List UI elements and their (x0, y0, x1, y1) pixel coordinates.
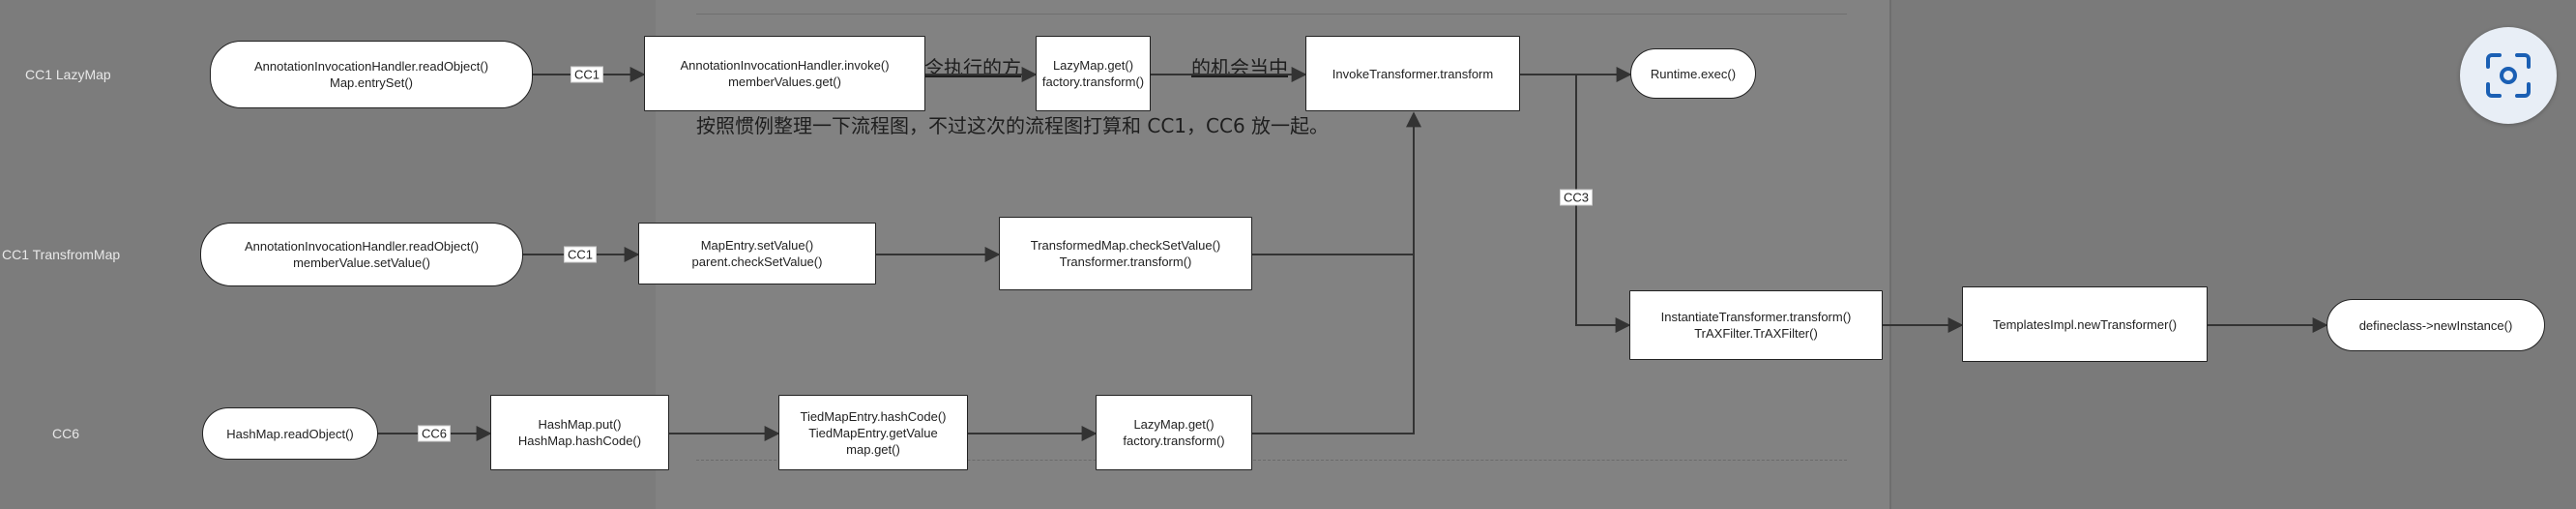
node-transformedmap-checksetvalue[interactable]: TransformedMap.checkSetValue() Transform… (999, 217, 1252, 290)
node-defineclass-newinstance[interactable]: defineclass->newInstance() (2327, 299, 2545, 351)
edge-label-cc1-transformedmap: CC1 (563, 246, 598, 263)
node-annotation-readobject-setvalue[interactable]: AnnotationInvocationHandler.readObject()… (200, 223, 523, 286)
edge-label-cc1-lazymap: CC1 (570, 66, 604, 83)
node-lazymap-get-cc6[interactable]: LazyMap.get() factory.transform() (1096, 395, 1252, 470)
top-rule (696, 14, 1847, 15)
node-lazymap-get-cc1[interactable]: LazyMap.get() factory.transform() (1036, 36, 1151, 111)
dashed-rule (696, 460, 1847, 461)
node-hashmap-put[interactable]: HashMap.put() HashMap.hashCode() (490, 395, 669, 470)
row-label-cc6: CC6 (52, 426, 80, 441)
row-label-cc1-lazymap: CC1 LazyMap (25, 67, 111, 82)
node-annotation-readobject-entryset[interactable]: AnnotationInvocationHandler.readObject()… (210, 41, 533, 108)
node-templatesimpl-newtransformer[interactable]: TemplatesImpl.newTransformer() (1962, 286, 2208, 362)
screenshot-icon (2486, 53, 2531, 98)
node-mapentry-setvalue[interactable]: MapEntry.setValue() parent.checkSetValue… (638, 223, 876, 284)
node-instantiatetransformer-transform[interactable]: InstantiateTransformer.transform() TrAXF… (1629, 290, 1883, 360)
screenshot-button[interactable] (2460, 27, 2557, 124)
document-paragraph: 按照惯例整理一下流程图，不过这次的流程图打算和 CC1，CC6 放一起。 (696, 114, 1330, 137)
edge-label-cc6: CC6 (417, 425, 452, 442)
edge-n15-n4 (1252, 111, 1421, 434)
node-invoketransformer-transform[interactable]: InvokeTransformer.transform (1305, 36, 1520, 111)
row-label-cc1-transformedmap: CC1 TransfromMap (2, 247, 121, 262)
node-hashmap-readobject[interactable]: HashMap.readObject() (202, 407, 378, 460)
edge-label-cc3: CC3 (1559, 189, 1594, 206)
panel-divider (1889, 0, 1891, 509)
node-annotation-invoke[interactable]: AnnotationInvocationHandler.invoke() mem… (644, 36, 925, 111)
edge-n4-n9 (1575, 75, 1631, 333)
node-runtime-exec[interactable]: Runtime.exec() (1630, 48, 1756, 99)
node-tiedmapentry-hashcode[interactable]: TiedMapEntry.hashCode() TiedMapEntry.get… (778, 395, 968, 470)
